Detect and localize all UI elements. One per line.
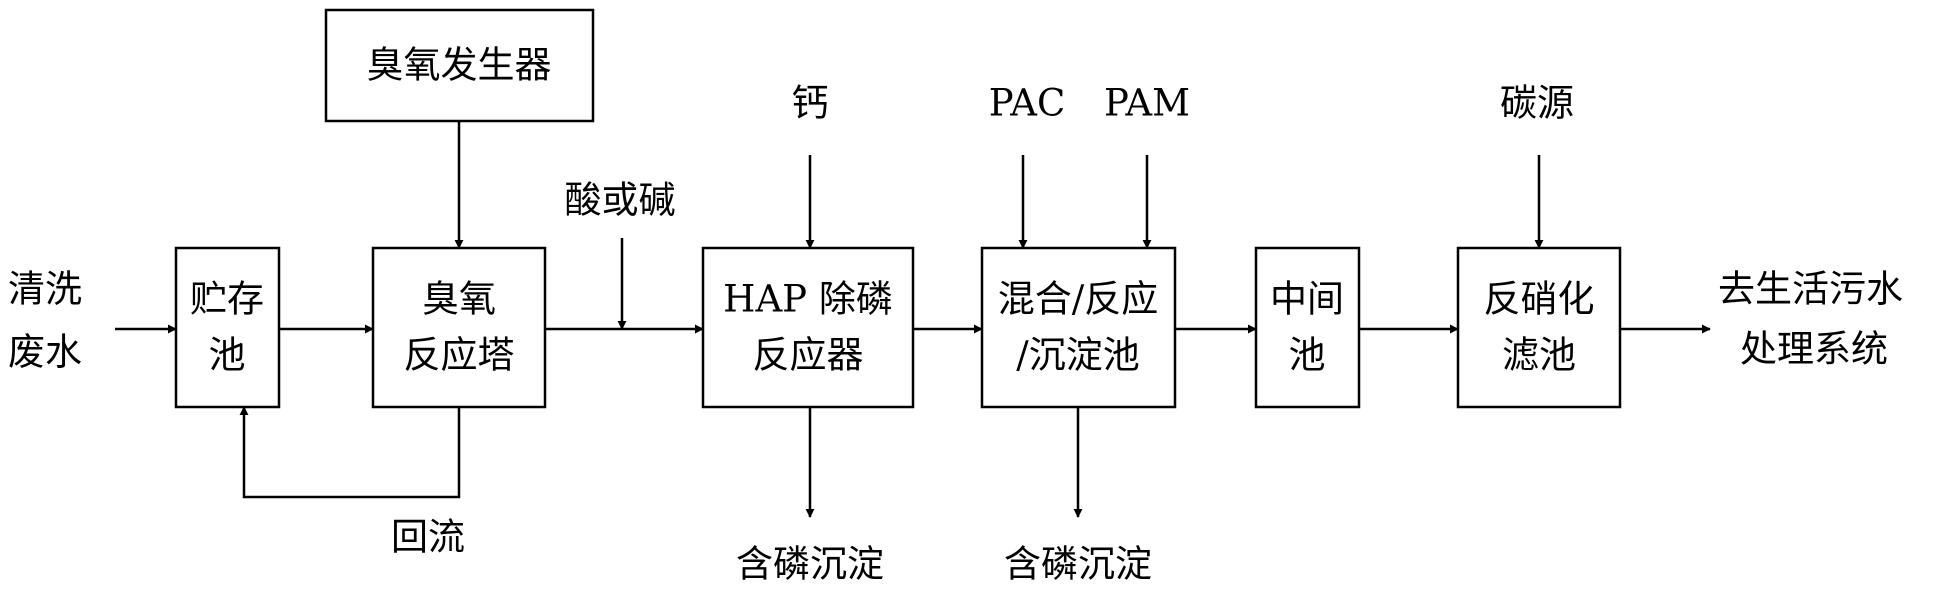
- mix-tank-label-line2: /沉淀池: [1016, 334, 1139, 377]
- storage-tank-node: 贮存 池: [174, 246, 281, 409]
- middle-tank-label-line1: 中间: [1270, 278, 1344, 321]
- denitrification-filter-node: 反硝化 滤池: [1456, 246, 1622, 409]
- hap-reactor-node: HAP 除磷 反应器: [701, 246, 915, 409]
- ozone-generator-label: 臭氧发生器: [367, 44, 552, 87]
- output-label-line2: 处理系统: [1740, 328, 1888, 371]
- hap-reactor-label-line2: 反应器: [753, 334, 864, 377]
- calcium-label: 钙: [792, 82, 829, 125]
- middle-tank-label-line2: 池: [1289, 334, 1326, 377]
- pac-label: PAC: [989, 82, 1066, 125]
- mix-tank-label-line1: 混合/反应: [998, 278, 1158, 321]
- input-label-line2: 废水: [8, 331, 82, 374]
- input-label-line1: 清洗: [8, 268, 82, 311]
- hap-reactor-label-line1: HAP 除磷: [723, 278, 893, 321]
- denitrify-label-line2: 滤池: [1502, 334, 1576, 377]
- ozone-generator-node: 臭氧发生器: [324, 8, 595, 123]
- arrow-reflux-loop: [239, 406, 461, 499]
- ozone-tower-label-line2: 反应塔: [404, 334, 515, 377]
- carbon-source-label: 碳源: [1500, 82, 1574, 125]
- phosphorus-sediment-label-2: 含磷沉淀: [1004, 543, 1152, 586]
- acid-base-label: 酸或碱: [565, 179, 676, 222]
- storage-tank-label-line1: 贮存: [190, 278, 264, 321]
- mix-react-settle-tank-node: 混合/反应 /沉淀池: [980, 246, 1177, 409]
- reflux-label: 回流: [391, 516, 465, 559]
- ozone-tower-node: 臭氧 反应塔: [371, 246, 547, 409]
- middle-tank-node: 中间 池: [1254, 246, 1361, 409]
- ozone-tower-label-line1: 臭氧: [422, 278, 496, 321]
- storage-tank-label-line2: 池: [209, 334, 246, 377]
- denitrify-label-line1: 反硝化: [1484, 278, 1595, 321]
- phosphorus-sediment-label-1: 含磷沉淀: [736, 543, 884, 586]
- output-label-line1: 去生活污水: [1718, 268, 1903, 311]
- pam-label: PAM: [1104, 82, 1190, 125]
